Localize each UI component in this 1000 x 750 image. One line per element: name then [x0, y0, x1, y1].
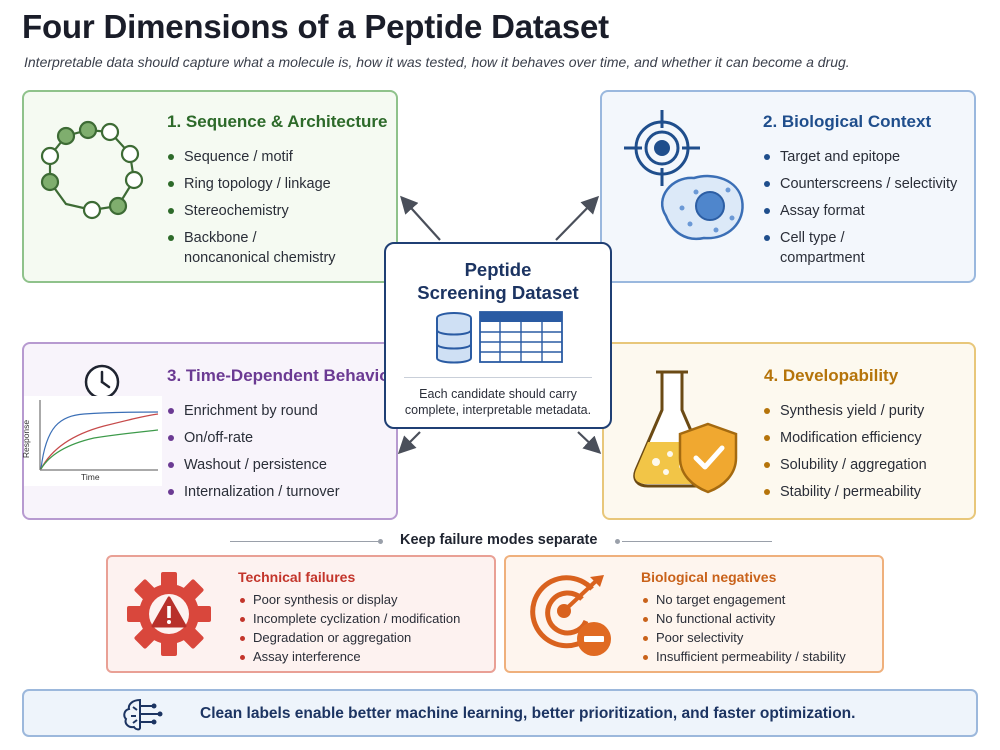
dimension-title: 2. Biological Context — [763, 112, 932, 131]
list-item: Cell type / — [762, 228, 957, 248]
list-item: Poor selectivity — [641, 630, 846, 646]
center-divider — [404, 377, 592, 378]
dimension-items: Sequence / motif Ring topology / linkage… — [166, 147, 336, 275]
list-item: No target engagement — [641, 592, 846, 608]
list-item: Assay interference — [238, 649, 460, 665]
fail-items: Poor synthesis or display Incomplete cyc… — [238, 592, 460, 668]
gear-warning-icon — [127, 572, 211, 656]
separator-dot-left — [378, 539, 383, 544]
fail-title: Biological negatives — [641, 569, 777, 585]
center-dataset-box: Peptide Screening Dataset Each candidate… — [384, 242, 612, 429]
list-item: Assay format — [762, 201, 957, 221]
page-title: Four Dimensions of a Peptide Dataset — [22, 8, 609, 45]
cyclic-peptide-icon — [40, 120, 144, 220]
separator-line-left — [230, 541, 380, 542]
technical-failures-card: Technical failures Poor synthesis or dis… — [106, 555, 496, 673]
center-caption-line: Each candidate should carry — [419, 387, 577, 401]
center-title-line: Peptide — [464, 259, 532, 280]
list-item: Ring topology / linkage — [166, 174, 336, 194]
list-item: Modification efficiency — [762, 428, 927, 448]
list-item: Degradation or aggregation — [238, 630, 460, 646]
list-item: Incomplete cyclization / modification — [238, 611, 460, 627]
center-title: Peptide Screening Dataset — [386, 258, 610, 304]
list-item: Poor synthesis or display — [238, 592, 460, 608]
list-item: Target and epitope — [762, 147, 957, 167]
list-item: Enrichment by round — [166, 401, 340, 421]
fail-items: No target engagement No functional activ… — [641, 592, 846, 668]
list-item: Washout / persistence — [166, 455, 340, 475]
dimension-card-sequence: 1. Sequence & Architecture Sequence / mo… — [22, 90, 398, 283]
separator-dot-right — [615, 539, 620, 544]
list-item: No functional activity — [641, 611, 846, 627]
list-item: Insufficient permeability / stability — [641, 649, 846, 665]
brain-circuit-icon — [123, 698, 163, 731]
dimension-items: Enrichment by round On/off-rate Washout … — [166, 401, 340, 509]
response-mini-chart: Response Time — [21, 396, 162, 486]
dimension-items: Target and epitope Counterscreens / sele… — [762, 147, 957, 275]
target-minus-icon — [530, 575, 611, 656]
dimension-title: 1. Sequence & Architecture — [167, 112, 388, 131]
list-item-continuation: compartment — [780, 250, 865, 266]
list-item: Backbone / — [166, 228, 336, 248]
arrow-to-developability — [577, 431, 602, 455]
page-subtitle: Interpretable data should capture what a… — [24, 54, 850, 70]
arrow-to-biological — [555, 195, 600, 241]
list-item: Solubility / aggregation — [762, 455, 927, 475]
list-item: Synthesis yield / purity — [762, 401, 927, 421]
list-item: Stereochemistry — [166, 201, 336, 221]
dimension-items: Synthesis yield / purity Modification ef… — [762, 401, 927, 509]
fail-title: Technical failures — [238, 569, 356, 585]
flask-shield-icon — [633, 370, 738, 494]
list-item: Stability / permeability — [762, 482, 927, 502]
dimension-card-developability: 4. Developability Synthesis yield / puri… — [602, 342, 976, 520]
center-caption-line: complete, interpretable metadata. — [404, 403, 592, 417]
list-item-continuation: noncanonical chemistry — [184, 250, 336, 266]
dimension-title: 3. Time-Dependent Behavior — [167, 366, 397, 385]
separator-line-right — [622, 541, 772, 542]
database-table-icon — [436, 311, 563, 364]
list-item: On/off-rate — [166, 428, 340, 448]
biological-negatives-card: Biological negatives No target engagemen… — [504, 555, 884, 673]
center-caption: Each candidate should carry complete, in… — [386, 386, 610, 418]
list-item: Sequence / motif — [166, 147, 336, 167]
mini-chart-xlabel: Time — [81, 472, 100, 482]
list-item: Counterscreens / selectivity — [762, 174, 957, 194]
bottom-banner: Clean labels enable better machine learn… — [22, 689, 978, 737]
dimension-card-time: Response Time 3. Time-Dependent Behavior… — [21, 342, 398, 520]
list-item: Internalization / turnover — [166, 482, 340, 502]
dimension-title: 4. Developability — [764, 366, 899, 385]
dimension-card-biological: 2. Biological Context Target and epitope… — [600, 90, 976, 283]
arrow-to-sequence — [400, 195, 441, 241]
target-and-cell-icon — [624, 110, 744, 241]
banner-text: Clean labels enable better machine learn… — [200, 705, 856, 722]
separator-label: Keep failure modes separate — [400, 532, 598, 548]
center-title-line: Screening Dataset — [417, 282, 579, 303]
arrow-to-time — [397, 431, 421, 455]
